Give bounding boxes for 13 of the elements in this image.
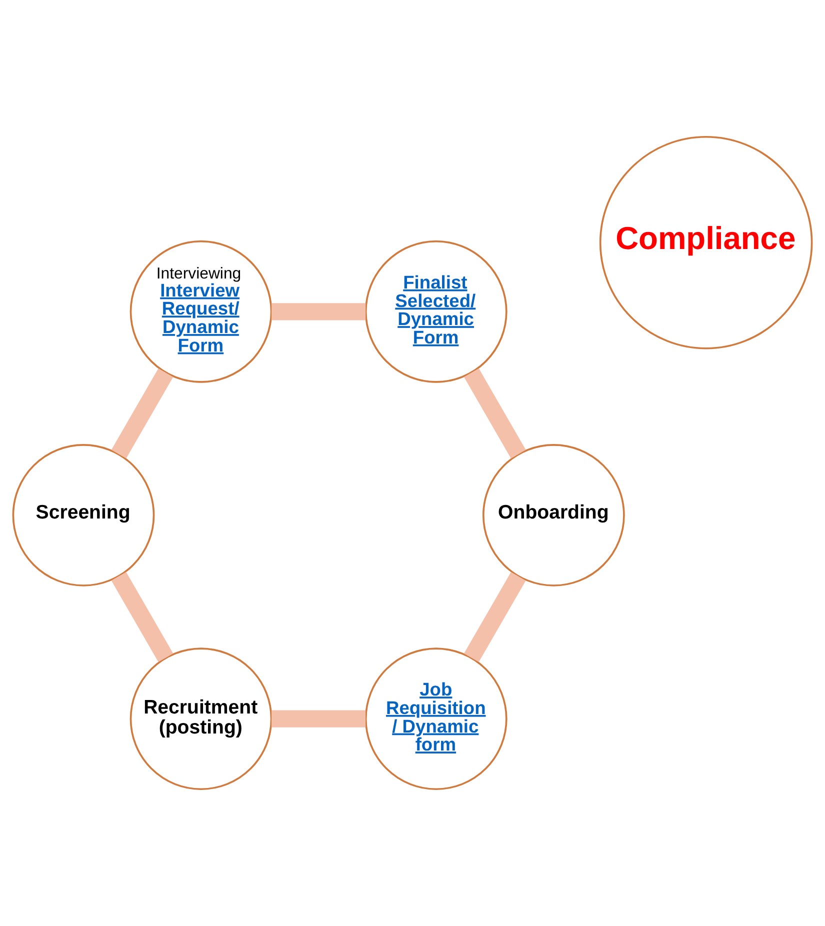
node-circle: Finalist Selected/ Dynamic Form — [364, 240, 508, 383]
node-circle: Screening — [12, 444, 155, 586]
node-circle: Recruitment (posting) — [130, 648, 272, 790]
node-circle: Interviewing Interview Request/ Dynamic Form — [130, 240, 272, 383]
connector — [464, 368, 526, 458]
node-circle: Compliance — [599, 136, 813, 350]
connector — [272, 303, 366, 320]
connector — [111, 572, 174, 662]
connector — [464, 572, 526, 662]
node-circle: Onboarding — [482, 444, 625, 586]
connector — [111, 368, 174, 458]
node-circle: Job Requisition / Dynamic form — [364, 648, 508, 790]
connector — [272, 710, 366, 728]
